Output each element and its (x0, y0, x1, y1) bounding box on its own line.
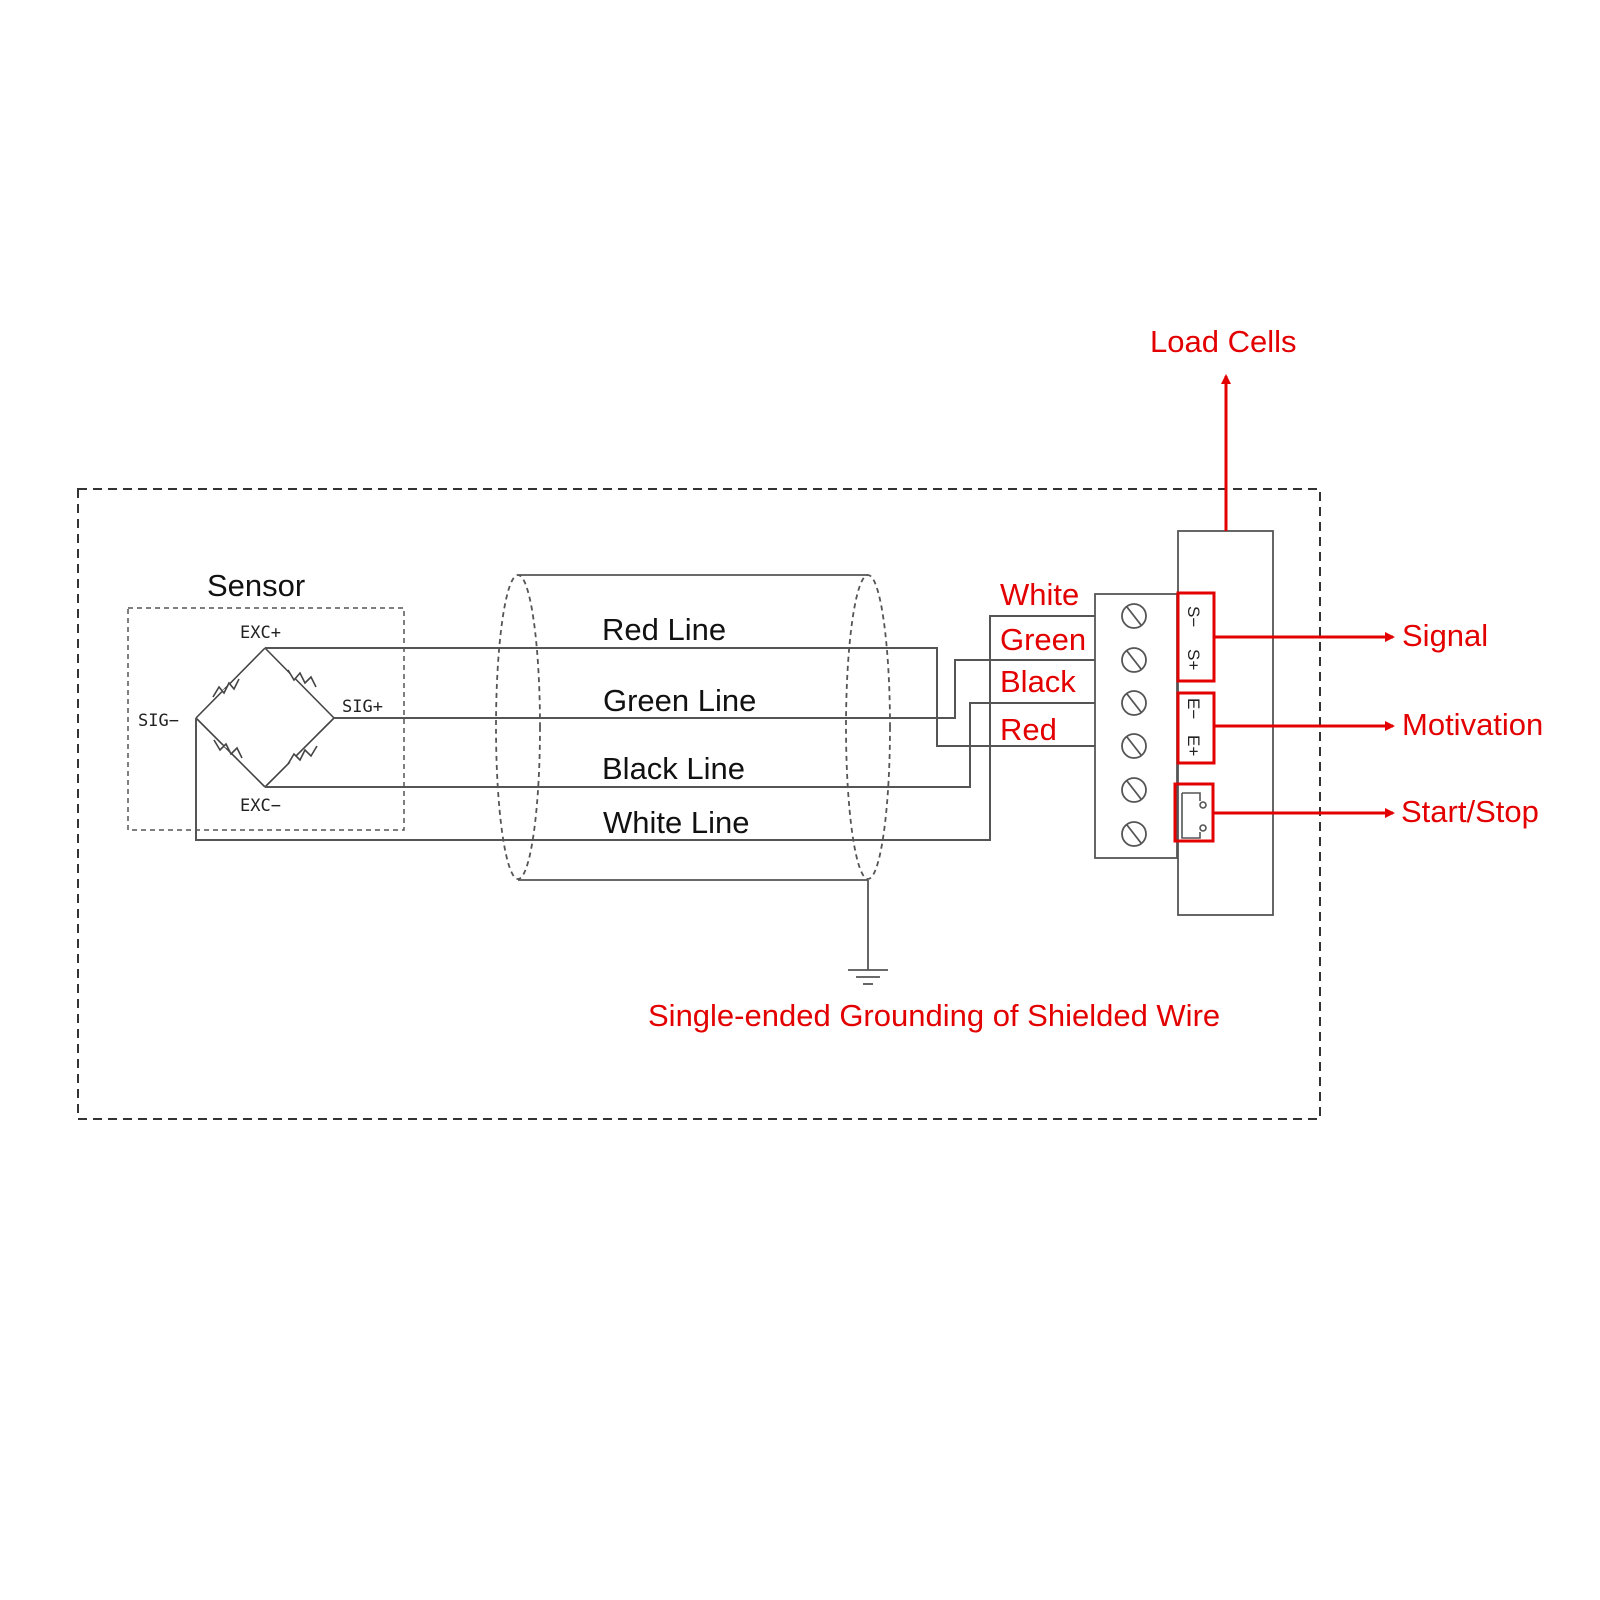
white-line-label: White Line (603, 805, 749, 840)
exc-minus-label: EXC− (240, 796, 281, 816)
grounding-label: Single-ended Grounding of Shielded Wire (648, 998, 1220, 1033)
red-wire (265, 647, 1095, 747)
cable-wires (195, 615, 1095, 841)
green-wire-label: Green (1000, 622, 1086, 657)
sig-minus-label: SIG− (138, 711, 179, 731)
signal-label: Signal (1402, 618, 1488, 653)
terminal-block (1094, 530, 1274, 916)
switch-icon (1181, 792, 1207, 839)
motivation-label: Motivation (1402, 707, 1543, 742)
start-stop-label: Start/Stop (1401, 794, 1539, 829)
shield-cylinder (495, 574, 891, 985)
red-wire-label: Red (1000, 712, 1057, 747)
black-line-label: Black Line (602, 751, 745, 786)
green-line-label: Green Line (603, 683, 756, 718)
red-line-label: Red Line (602, 612, 726, 647)
screw-icon (1121, 733, 1147, 759)
wheatstone-bridge (195, 647, 335, 788)
screw-terminals (1121, 603, 1147, 847)
sig-plus-label: SIG+ (342, 697, 383, 717)
sensor-title: Sensor (207, 568, 305, 603)
motivation-highlight (1176, 691, 1216, 765)
resistor-icon (212, 669, 318, 765)
screw-icon (1121, 690, 1147, 716)
screw-icon (1121, 647, 1147, 673)
white-wire-label: White (1000, 577, 1079, 612)
white-wire (195, 615, 1095, 841)
s-minus-label: S− (1184, 606, 1203, 627)
exc-plus-label: EXC+ (240, 623, 281, 643)
black-wire (265, 702, 1095, 788)
e-plus-label: E+ (1184, 735, 1203, 756)
screw-icon (1121, 821, 1147, 847)
load-cells-label: Load Cells (1150, 324, 1296, 359)
e-minus-label: E− (1184, 698, 1203, 719)
callout-arrows (1213, 374, 1395, 818)
outer-enclosure (77, 488, 1321, 1120)
screw-icon (1121, 603, 1147, 629)
green-wire (334, 659, 1095, 719)
s-plus-label: S+ (1184, 649, 1203, 670)
black-wire-label: Black (1000, 664, 1076, 699)
screw-icon (1121, 777, 1147, 803)
